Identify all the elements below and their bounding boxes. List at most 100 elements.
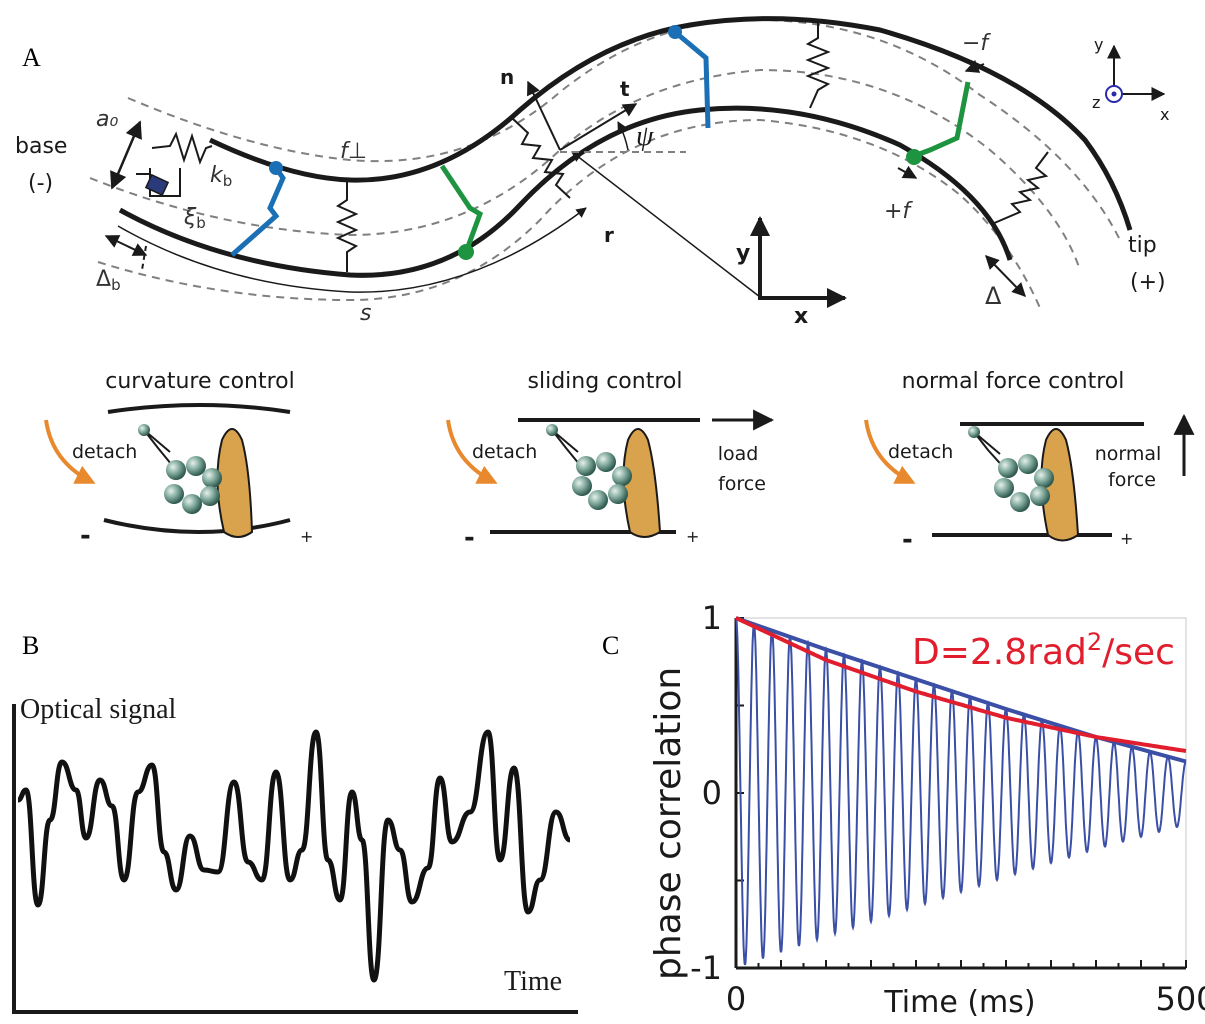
control-top-filament <box>107 403 291 414</box>
force-label-2: force <box>718 473 766 495</box>
a0-label: a₀ <box>96 107 118 132</box>
n-vector <box>527 80 561 151</box>
force-label-1: load <box>718 443 759 465</box>
y-tick-label: -1 <box>690 949 722 987</box>
dashpot-piston <box>144 173 170 197</box>
psi-arc <box>617 121 629 151</box>
fit-annotation: D=2.8rad2/sec <box>912 628 1175 673</box>
z-axis-dot <box>1111 91 1117 97</box>
control-title: curvature control <box>105 369 295 394</box>
x-label: x <box>794 304 808 329</box>
delta-b-label: Δb <box>96 267 121 294</box>
control-title: normal force control <box>902 369 1125 394</box>
spring-4 <box>991 151 1049 225</box>
control-sliding: sliding control detach load force - + <box>446 369 775 553</box>
n-label: n <box>500 65 514 89</box>
y-tick-label: 1 <box>702 599 722 637</box>
motor-ring <box>164 456 222 514</box>
control-normal-force: normal force control detach normal force… <box>864 369 1195 555</box>
phase-correlation-chart: 0500-101 <box>690 599 1205 1018</box>
control-bottom-filament <box>103 518 291 534</box>
dynein-blue-right-head <box>668 25 682 39</box>
panel-b-x-label: Time <box>504 966 562 997</box>
tip-sign: (+) <box>1130 270 1166 295</box>
force-label-2: force <box>1108 469 1156 491</box>
dynein-green-right-head <box>906 149 922 165</box>
minus-end: - <box>902 525 913 555</box>
dynein-green-left <box>439 164 484 253</box>
series-oscillation <box>735 617 1187 966</box>
plus-f-arrow <box>897 165 918 179</box>
panel-a-letter: A <box>22 43 41 72</box>
detach-arrow <box>446 419 498 484</box>
detach-label: detach <box>472 441 537 463</box>
panel-b: B Optical signal Time <box>12 631 578 1014</box>
delta-b-tick <box>141 245 147 271</box>
minus-end: - <box>464 523 475 553</box>
panel-c-letter: C <box>602 631 619 660</box>
kb-label: kb <box>210 163 232 190</box>
dynein-green-right <box>913 81 971 159</box>
minus-f-label: −f <box>962 31 991 56</box>
control-curvature: curvature control detach - + <box>44 369 313 551</box>
panel-c-x-label: Time (ms) <box>883 985 1035 1020</box>
motor-ring <box>994 454 1054 512</box>
series-fit <box>735 616 1187 753</box>
dynein-green-left-head <box>458 244 474 260</box>
base-spring <box>151 131 213 165</box>
spring-2 <box>511 117 571 199</box>
x-tick-label: 0 <box>726 980 746 1018</box>
motor-tether-bead <box>968 426 980 438</box>
control-title: sliding control <box>528 369 683 394</box>
y-tick-label: 0 <box>702 774 722 812</box>
spring-1 <box>335 182 359 272</box>
detach-label: detach <box>72 441 137 463</box>
spring-3 <box>805 20 831 109</box>
x-tick-label: 500 <box>1155 980 1205 1018</box>
small-y-label: y <box>1094 35 1103 54</box>
a0-arrow <box>110 120 142 190</box>
plus-end: + <box>300 527 313 546</box>
panel-b-y-label: Optical signal <box>20 694 177 725</box>
y-label: y <box>736 241 750 266</box>
minus-end: - <box>80 521 91 551</box>
panel-c: C 0500-101 phase correlation Time (ms) D… <box>602 599 1205 1020</box>
small-x-label: x <box>1160 105 1169 124</box>
psi-label: ψ <box>636 121 654 152</box>
force-label-1: normal <box>1095 443 1162 465</box>
delta-b-arrow <box>104 235 148 256</box>
panel-a: A <box>15 16 1195 555</box>
outer-dashed-guide <box>127 18 1121 241</box>
motor-tether-bead <box>138 424 150 436</box>
inner-filament <box>118 105 1013 278</box>
panel-c-y-label: phase correlation <box>648 667 689 980</box>
dynein-blue-left <box>230 166 286 257</box>
detach-label: detach <box>888 441 953 463</box>
minus-f-arrow <box>964 59 985 73</box>
outer-filament <box>208 16 1133 231</box>
dynein-blue-right <box>673 30 711 129</box>
plus-f-label: +f <box>884 199 913 224</box>
r-label: r <box>604 223 614 247</box>
plus-end: + <box>1120 529 1133 548</box>
small-z-label: z <box>1092 93 1100 112</box>
optical-signal-trace <box>17 729 572 983</box>
inner-dashed-guide <box>97 118 1041 309</box>
delta-label: Δ <box>985 282 1002 310</box>
plus-end: + <box>686 527 699 546</box>
base-sign: (-) <box>28 171 53 196</box>
delta-arrow <box>985 254 1026 298</box>
arclength-s <box>117 207 587 293</box>
s-label: s <box>360 301 371 326</box>
motor-tether-bead <box>546 424 558 436</box>
f-perp-label: f⊥ <box>340 139 367 164</box>
center-dashed-line <box>89 68 1081 271</box>
r-vector <box>571 151 761 298</box>
detach-arrow <box>864 419 916 484</box>
motor-stalk <box>216 428 254 538</box>
t-vector <box>559 103 638 151</box>
motor-ring <box>572 452 632 510</box>
xi-b-label: ξb <box>183 205 206 232</box>
